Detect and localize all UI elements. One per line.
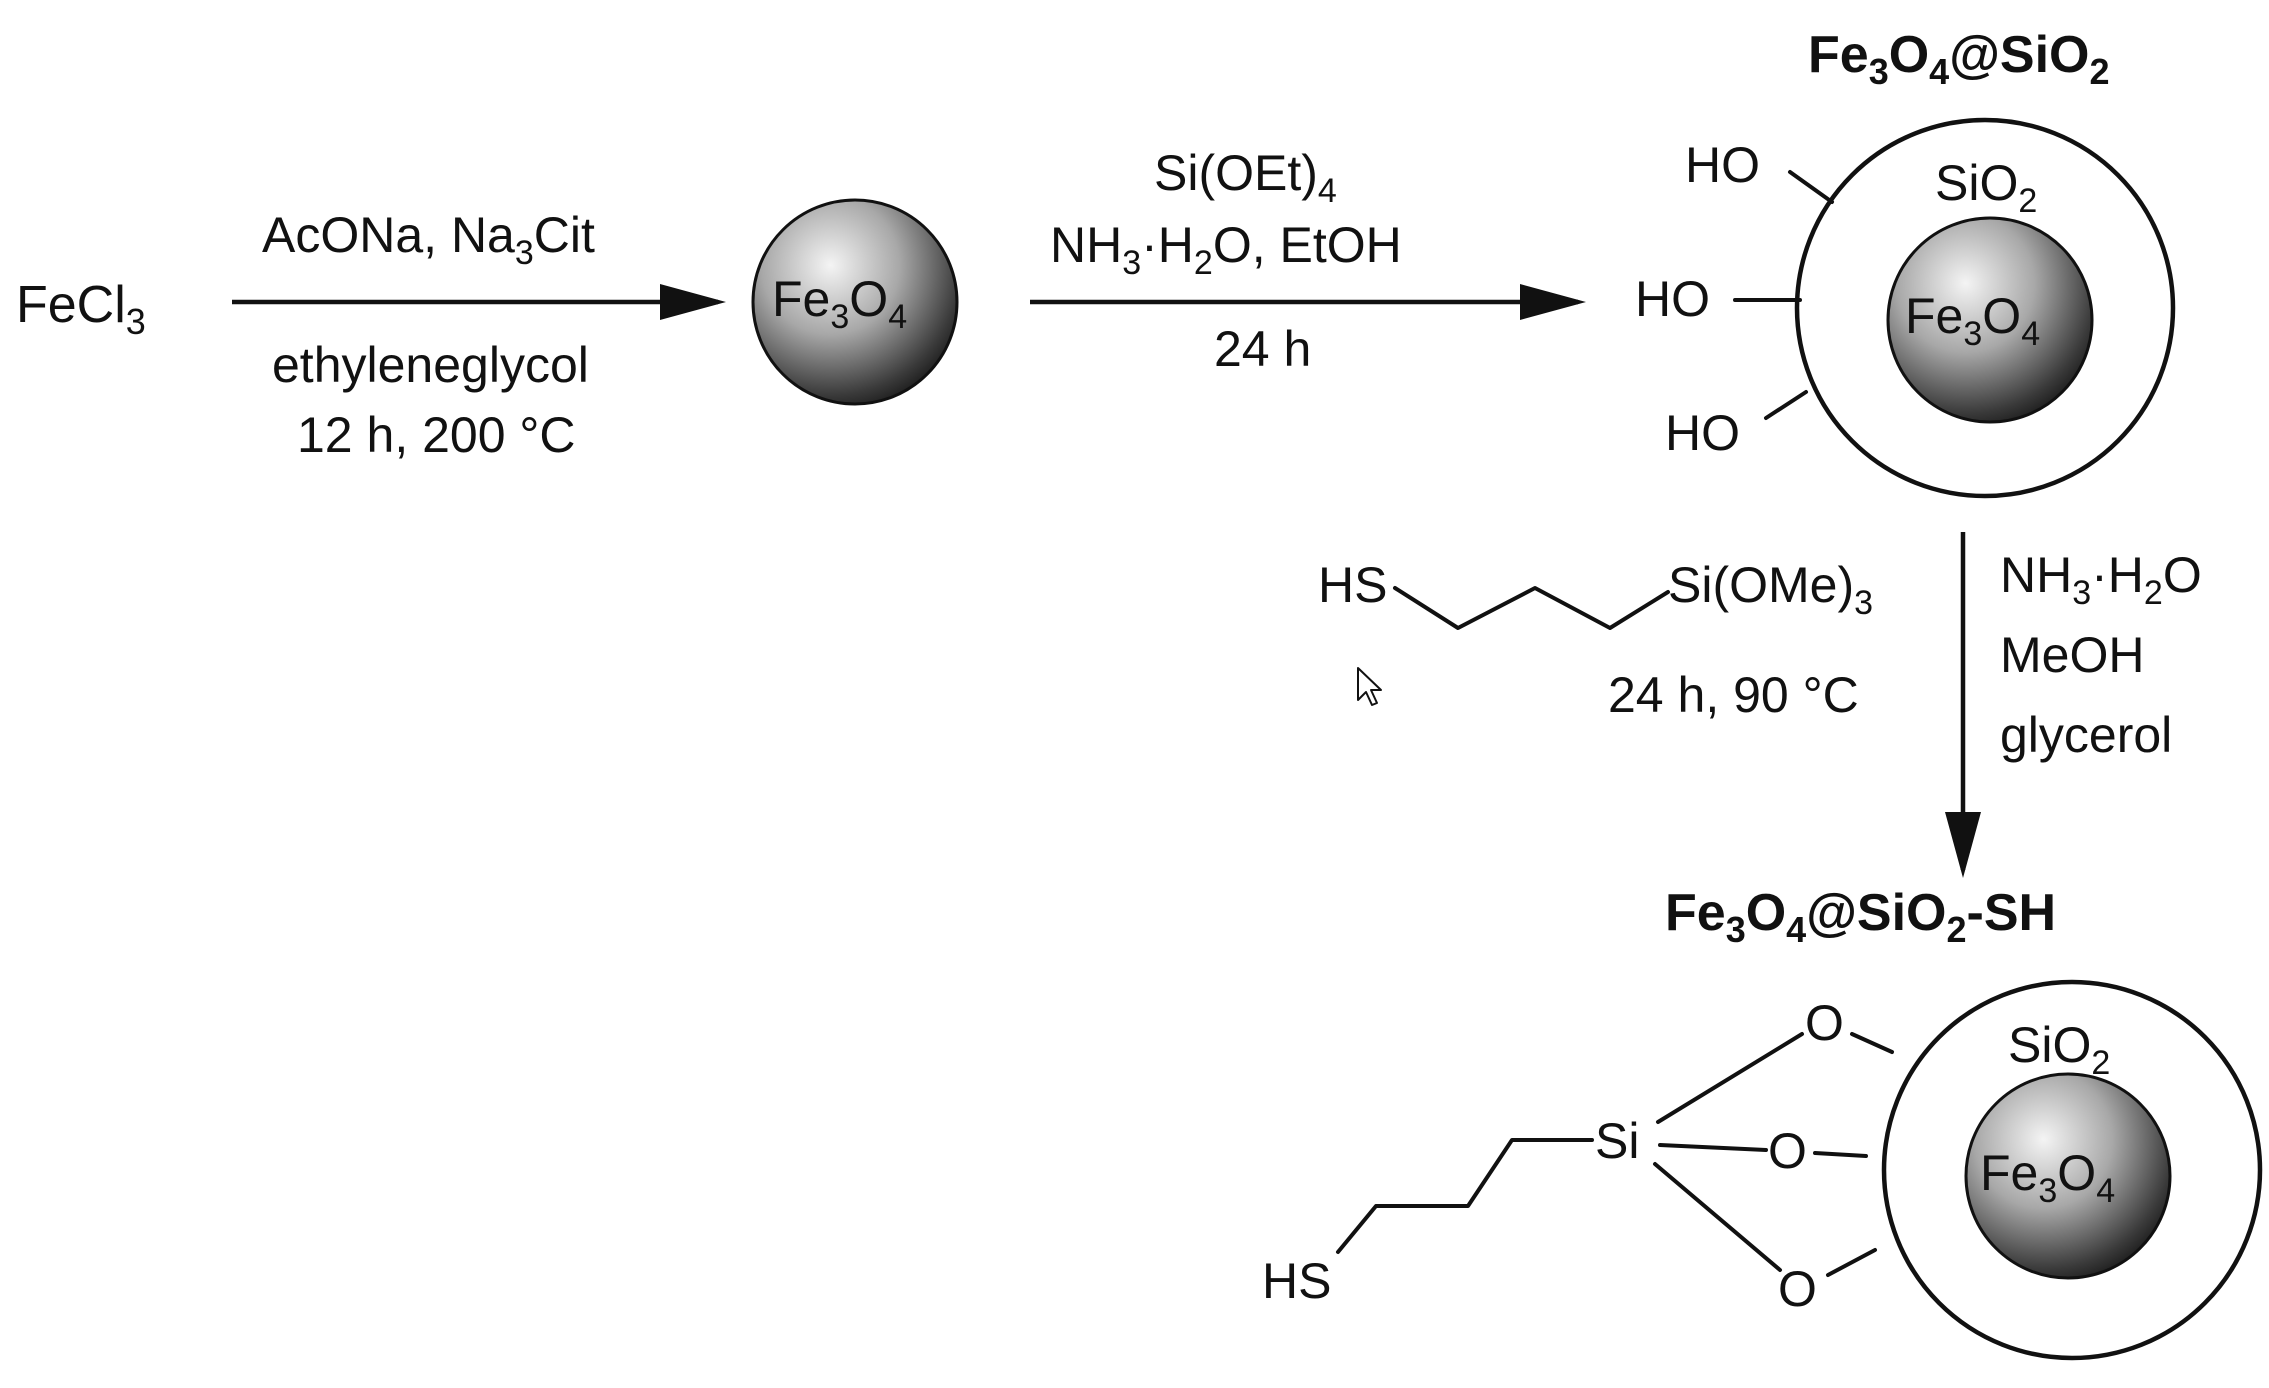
- step3-methanol: MeOH: [2000, 627, 2144, 683]
- step1-solvent: ethyleneglycol: [272, 337, 589, 393]
- bond-o-surface-middle: [1813, 1151, 1868, 1158]
- hydroxyl-bond-bottom: [1764, 390, 1808, 420]
- arrowhead-step3: [1945, 812, 1981, 878]
- intermediate-particle: SiO2 Fe3O4: [1794, 117, 2176, 499]
- step2-silica-source: Si(OEt)4: [1154, 145, 1337, 210]
- product-core-label: Fe3O4: [1980, 1145, 2115, 1210]
- bond-o-surface-top: [1850, 1032, 1894, 1054]
- product-magnetite-core: [1964, 1072, 2172, 1280]
- product-propyl-chain: [1336, 1138, 1594, 1254]
- hydroxyl-middle: HO: [1635, 271, 1710, 327]
- bond-si-o-middle: [1658, 1143, 1768, 1152]
- product-shell-label: SiO2: [2008, 1017, 2110, 1082]
- step2-base-solvent: NH3·H2O, EtOH: [1050, 217, 1402, 282]
- bond-si-o-top: [1656, 1032, 1804, 1124]
- reactant-fecl3: FeCl3: [16, 276, 146, 342]
- inner-core-label: Fe3O4: [1905, 288, 2040, 353]
- shell-label: SiO2: [1935, 155, 2037, 220]
- core-particle-label: Fe3O4: [772, 271, 907, 336]
- step1-reagents: AcONa, Na3Cit: [262, 207, 595, 272]
- product-title: Fe3O4@SiO2-SH: [1665, 884, 2056, 950]
- mouse-cursor-icon: [1357, 667, 1382, 706]
- bond-si-o-bottom: [1653, 1162, 1782, 1272]
- arrowhead-step2: [1520, 284, 1586, 320]
- intermediate-title: Fe3O4@SiO2: [1808, 26, 2110, 92]
- mpts-silane: Si(OMe)3: [1668, 557, 1873, 622]
- step2-time: 24 h: [1214, 321, 1311, 377]
- step3-base: NH3·H2O: [2000, 547, 2202, 612]
- arrowhead-step1: [660, 284, 726, 320]
- product-silicon: Si: [1595, 1113, 1639, 1169]
- product-oxygen-bottom: O: [1778, 1261, 1817, 1317]
- step3-glycerol: glycerol: [2000, 707, 2172, 763]
- product-thiol: HS: [1262, 1253, 1331, 1309]
- mpts-thiol: HS: [1318, 557, 1387, 613]
- product-particle: SiO2 Fe3O4: [1881, 979, 2263, 1361]
- magnetite-core: [1886, 216, 2094, 424]
- product-oxygen-top: O: [1805, 995, 1844, 1051]
- fe3o4-core-particle: Fe3O4: [751, 198, 959, 406]
- bond-o-surface-bottom: [1826, 1248, 1877, 1277]
- hydroxyl-bottom: HO: [1665, 405, 1740, 461]
- mpts-propyl-chain: [1393, 586, 1670, 630]
- step3-conditions: 24 h, 90 °C: [1608, 667, 1859, 723]
- step1-conditions: 12 h, 200 °C: [297, 407, 576, 463]
- product-oxygen-middle: O: [1768, 1123, 1807, 1179]
- hydroxyl-top: HO: [1685, 137, 1760, 193]
- hydroxyl-bond-top: [1788, 170, 1834, 204]
